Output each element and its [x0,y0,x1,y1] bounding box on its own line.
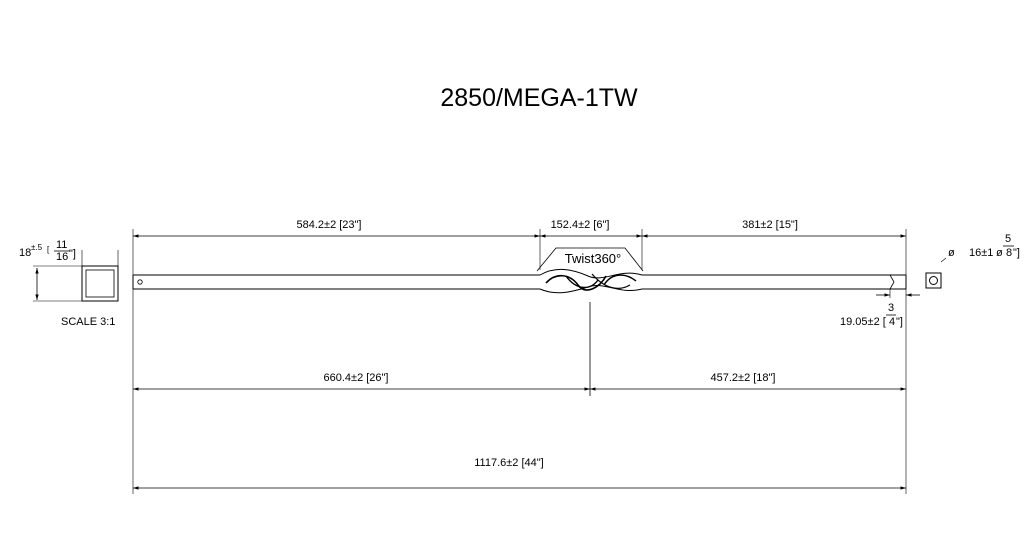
drawing-title: 2850/MEGA-1TW [440,84,638,112]
dim-top-right: 381±2 [15"] [742,219,798,231]
end-view [925,257,947,289]
section-fraction-denominator: 16 [56,251,68,263]
section-fraction-end: "] [69,248,76,260]
tip-fraction-denominator: 4 [889,316,895,328]
hole-fraction-end: "] [1013,247,1020,259]
hole-diameter-value: 16±1 [969,247,993,259]
rod-body [132,274,907,290]
dim-overall-length: 1117.6±2 [44"] [474,457,543,469]
section-size-tolerance: ±.5 [31,243,43,252]
dim-tip-length: 19.05±2 [ [840,316,886,328]
section-size-label: 18 [19,247,31,259]
hole-diameter-symbol-2: ø [996,247,1003,259]
scale-label: SCALE 3:1 [61,316,115,328]
top-dimension-chain [132,229,907,275]
lower-dimension-chain [132,289,907,494]
section-bracket: [ [47,245,50,254]
hole-diameter-symbol: ø [948,247,955,259]
dim-top-left: 584.2±2 [23"] [297,219,362,231]
twist-label-frame [536,247,644,272]
dim-bottom-left: 660.4±2 [26"] [324,372,389,384]
cross-section-view [33,250,119,302]
twist-section [536,247,644,294]
dim-top-twist: 152.4±2 [6"] [551,219,610,231]
hole-fraction-numerator: 5 [1005,233,1011,245]
tip-fraction-numerator: 3 [888,302,894,314]
rod-hole [137,279,143,285]
tip-dimension [876,289,920,298]
dim-bottom-right: 457.2±2 [18"] [711,372,776,384]
section-fraction-numerator: 11 [56,239,67,251]
tip-fraction-end: "] [896,316,903,328]
twist-label: Twist360° [565,251,622,266]
hole-fraction-denominator: 8 [1006,247,1012,259]
